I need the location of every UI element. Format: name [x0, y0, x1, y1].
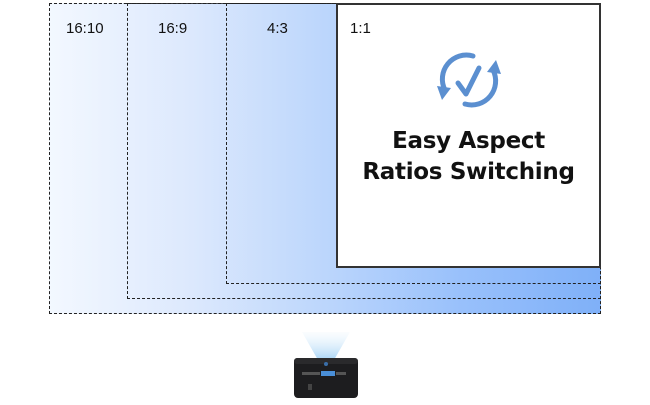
refresh-check-icon	[433, 50, 505, 110]
ratio-label-16-9: 16:9	[158, 20, 188, 37]
headline: Easy Aspect Ratios Switching	[338, 126, 599, 188]
ratio-label-16-10: 16:10	[66, 20, 104, 37]
ratio-label-4-3: 4:3	[267, 20, 288, 37]
ratio-label-1-1: 1:1	[350, 20, 371, 37]
headline-line-1: Easy Aspect	[392, 128, 545, 154]
projector-image	[288, 330, 364, 400]
headline-line-2: Ratios Switching	[362, 159, 575, 185]
frame-1-1	[336, 3, 601, 268]
frame-top-edge	[49, 3, 601, 4]
